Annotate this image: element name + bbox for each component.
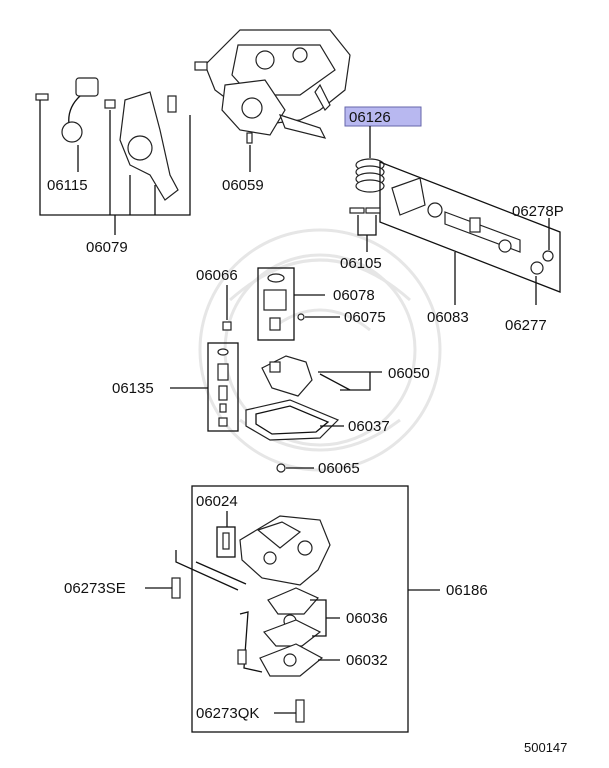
gasket-06037 bbox=[245, 399, 340, 441]
label-06024[interactable]: 06024 bbox=[196, 493, 238, 510]
screw-06059 bbox=[246, 132, 253, 144]
screw-06273QK bbox=[295, 699, 305, 723]
spring-06126-part bbox=[355, 158, 385, 193]
label-06036[interactable]: 06036 bbox=[346, 610, 388, 627]
connector-06115 bbox=[35, 77, 99, 143]
label-06135[interactable]: 06135 bbox=[112, 380, 154, 397]
label-06115[interactable]: 06115 bbox=[47, 177, 88, 194]
label-06065[interactable]: 06065 bbox=[318, 460, 360, 477]
bracket-06079 bbox=[104, 91, 179, 201]
label-06059[interactable]: 06059 bbox=[222, 177, 264, 194]
diaphragm-06036 bbox=[262, 587, 322, 647]
label-06105[interactable]: 06105 bbox=[340, 255, 382, 272]
highlight-06126 bbox=[344, 106, 422, 127]
pin-06075 bbox=[297, 313, 305, 321]
screws-06105 bbox=[349, 207, 381, 214]
document-number: 500147 bbox=[524, 740, 567, 755]
carburetor-lower-body bbox=[239, 515, 331, 586]
screw-06065 bbox=[276, 463, 286, 473]
label-06273QK[interactable]: 06273QK bbox=[196, 705, 259, 722]
needle-valve-06078 bbox=[257, 267, 295, 341]
assembly-box-06186 bbox=[191, 485, 409, 733]
linkage-rod bbox=[237, 611, 263, 673]
label-06075[interactable]: 06075 bbox=[344, 309, 386, 326]
jet-kit-06135 bbox=[207, 342, 239, 432]
watermark-emblem bbox=[198, 228, 442, 472]
label-06278P[interactable]: 06278P bbox=[512, 203, 564, 220]
label-06066[interactable]: 06066 bbox=[196, 267, 238, 284]
pump-cover-06032 bbox=[259, 643, 324, 677]
label-06083[interactable]: 06083 bbox=[427, 309, 469, 326]
shaft-assembly-06083 bbox=[379, 161, 561, 293]
screw-06066 bbox=[222, 321, 232, 331]
label-06078[interactable]: 06078 bbox=[333, 287, 375, 304]
label-06032[interactable]: 06032 bbox=[346, 652, 388, 669]
label-06037[interactable]: 06037 bbox=[348, 418, 390, 435]
label-06273SE[interactable]: 06273SE bbox=[64, 580, 126, 597]
float-06050 bbox=[261, 355, 351, 397]
screw-06273SE bbox=[171, 577, 181, 599]
carburetor-body-part bbox=[194, 29, 351, 139]
label-06079[interactable]: 06079 bbox=[86, 239, 128, 256]
washer-06277 bbox=[530, 261, 544, 275]
washer-06278P bbox=[542, 250, 554, 262]
label-06277[interactable]: 06277 bbox=[505, 317, 547, 334]
label-06050[interactable]: 06050 bbox=[388, 365, 430, 382]
label-06186[interactable]: 06186 bbox=[446, 582, 488, 599]
label-06126[interactable]: 06126 bbox=[349, 109, 391, 126]
jet-06024 bbox=[216, 526, 236, 558]
